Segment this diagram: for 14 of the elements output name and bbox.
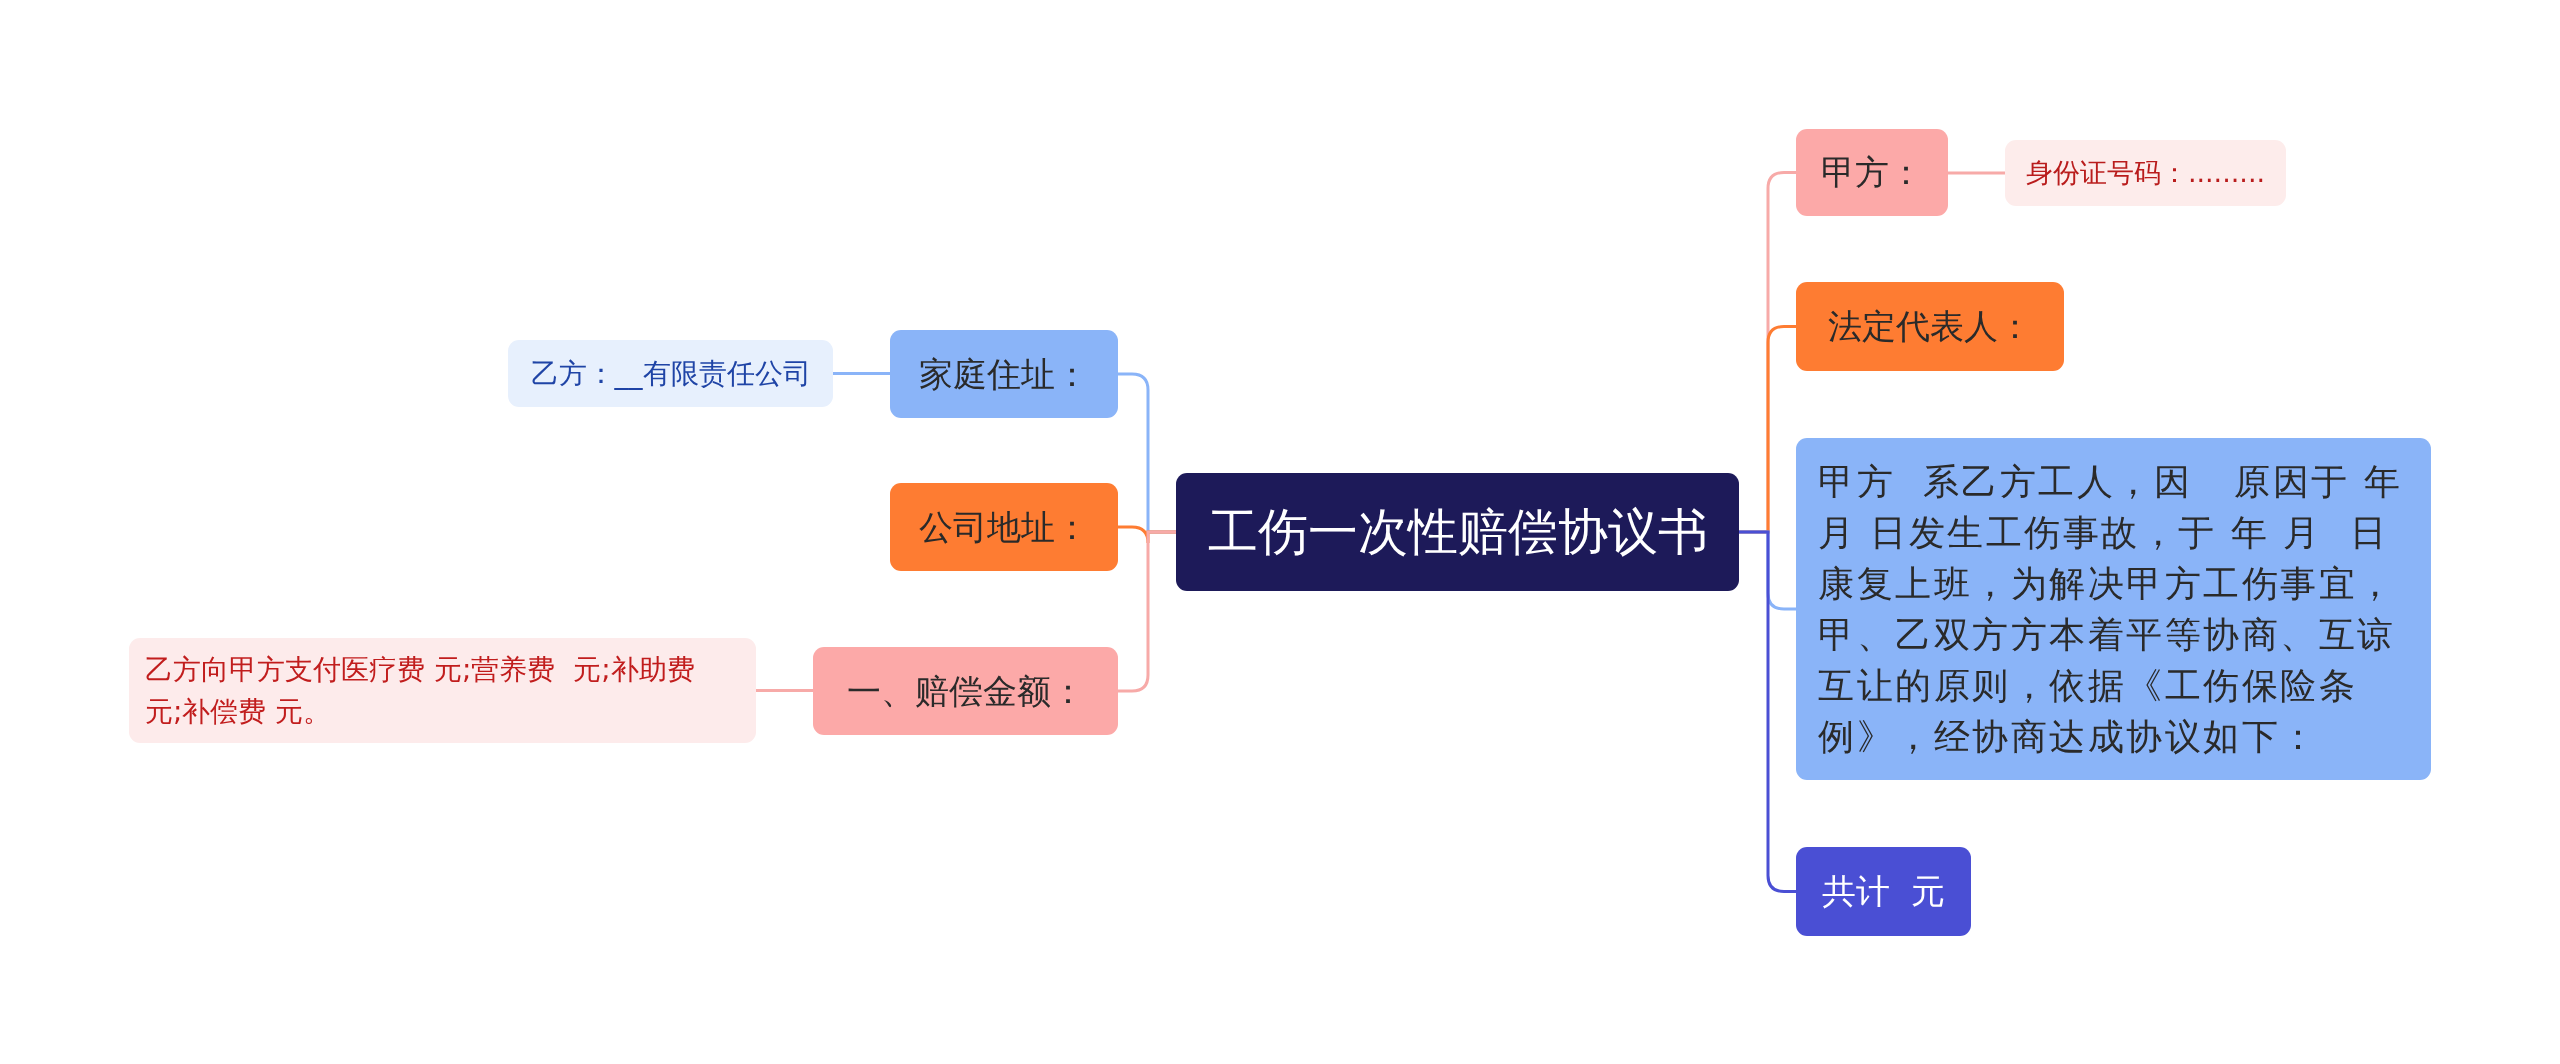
- connector-line: [833, 372, 890, 375]
- topic-box: 一、赔偿金额：: [813, 647, 1118, 735]
- connector-line: [756, 689, 813, 692]
- central-topic-box: 工伤一次性赔偿协议书: [1176, 473, 1739, 591]
- topic-box: 家庭住址：: [890, 330, 1118, 418]
- topic-box: 甲方 系乙方工人，因 原因于 年月 日发生工伤事故，于 年 月 日康复上班，为解决甲方工伤事宜，甲、乙双方方本着平等协商、互谅互让的原则，依据《工伤保险条例》，经协商达成协议如下：: [1796, 438, 2431, 780]
- subtopic-box: 身份证号码：.........: [2005, 140, 2286, 206]
- topic-box: 法定代表人：: [1796, 282, 2064, 371]
- topic-box: 共计 元: [1796, 847, 1971, 936]
- connector-line: [1948, 171, 2005, 175]
- subtopic-box: 乙方：__有限责任公司: [508, 340, 833, 407]
- subtopic-box: 乙方向甲方支付医疗费 元;营养费 元;补助费元;补偿费 元。: [129, 638, 756, 743]
- topic-box: 甲方：: [1796, 129, 1948, 216]
- topic-box: 公司地址：: [890, 483, 1118, 571]
